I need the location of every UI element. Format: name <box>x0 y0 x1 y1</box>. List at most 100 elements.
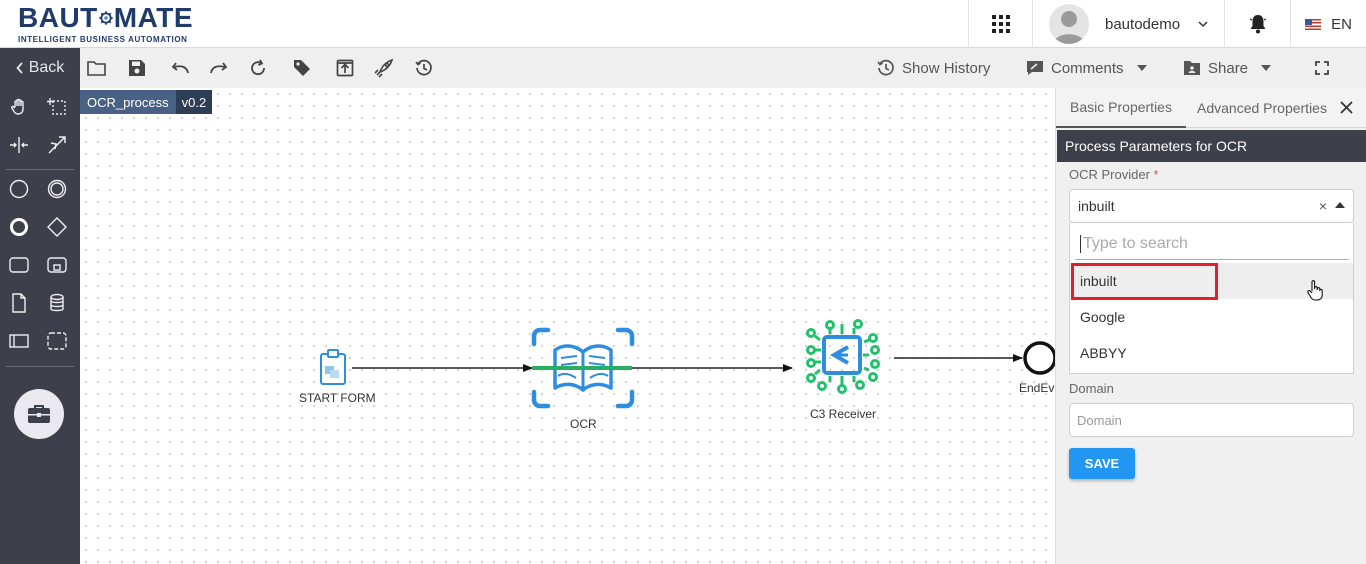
redo-icon <box>210 62 228 74</box>
history-icon <box>877 59 894 76</box>
language-label: EN <box>1331 15 1352 33</box>
diagram-canvas[interactable]: OCR_process v0.2 <box>80 88 1056 564</box>
process-tag: OCR_process v0.2 <box>80 90 213 114</box>
undo-button[interactable] <box>168 56 192 80</box>
notifications-button[interactable] <box>1224 0 1290 48</box>
close-icon <box>1339 100 1353 114</box>
save-icon <box>129 60 145 76</box>
caret-up-icon[interactable] <box>1335 202 1345 208</box>
option-google[interactable]: Google <box>1080 309 1126 325</box>
task-tool[interactable] <box>4 250 34 280</box>
brand-name-part1: BAUT <box>18 2 98 33</box>
gateway-icon <box>47 217 67 237</box>
history-clock-icon <box>415 59 432 76</box>
dropdown-search-input[interactable] <box>1080 234 1349 253</box>
ocr-task-node[interactable] <box>531 327 635 409</box>
fullscreen-button[interactable] <box>1310 56 1334 80</box>
gear-icon <box>99 11 113 25</box>
us-flag-icon <box>1305 18 1322 30</box>
chevron-left-icon <box>15 62 23 74</box>
start-event-tool[interactable] <box>4 174 34 204</box>
caret-down-icon <box>1136 65 1147 71</box>
caret-down-icon <box>1261 65 1272 71</box>
end-event-tool[interactable] <box>4 212 34 242</box>
redo-button[interactable] <box>207 56 231 80</box>
c3-receiver-label: C3 Receiver <box>810 407 877 421</box>
back-label: Back <box>28 59 65 76</box>
show-history-label: Show History <box>902 59 991 77</box>
diagram-graphics <box>320 319 1056 409</box>
end-event-icon <box>10 218 28 236</box>
bell-icon <box>1249 15 1266 34</box>
tag-icon <box>294 60 310 76</box>
tag-button[interactable] <box>290 56 314 80</box>
brand-logo[interactable]: BAUT MATE INTELLIGENT BUSINESS AUTOMATIO… <box>18 3 193 45</box>
intermediate-event-tool[interactable] <box>42 174 72 204</box>
brand-name-part2: MATE <box>113 2 193 33</box>
back-button[interactable]: Back <box>0 48 80 88</box>
start-form-node[interactable] <box>320 349 346 385</box>
ocr-label: OCR <box>570 417 597 431</box>
highlight-annotation-box <box>1071 263 1218 300</box>
data-object-icon <box>12 293 26 313</box>
properties-panel: Basic Properties Advanced Properties Pro… <box>1055 88 1366 564</box>
process-name: OCR_process <box>80 90 176 114</box>
toolbox-button[interactable] <box>14 389 64 439</box>
domain-label: Domain <box>1069 381 1114 396</box>
share-button[interactable]: Share <box>1183 48 1272 88</box>
subprocess-tool[interactable] <box>42 250 72 280</box>
connect-tool-button[interactable] <box>42 130 72 160</box>
fullscreen-icon <box>1315 61 1329 75</box>
option-inbuilt[interactable]: inbuilt <box>1070 263 1353 299</box>
ocr-provider-select[interactable]: inbuilt × <box>1069 189 1354 223</box>
lasso-select-icon <box>47 98 66 115</box>
domain-field[interactable] <box>1069 403 1354 437</box>
version-history-button[interactable] <box>412 56 436 80</box>
apps-menu-button[interactable] <box>968 0 1032 48</box>
hand-pointer-cursor-icon <box>1307 280 1323 301</box>
clear-selection-button[interactable]: × <box>1318 198 1327 214</box>
avatar <box>1049 4 1089 44</box>
deploy-button[interactable] <box>372 56 396 80</box>
refresh-button[interactable] <box>246 56 270 80</box>
data-store-tool[interactable] <box>42 288 72 318</box>
show-history-button[interactable]: Show History <box>877 48 990 88</box>
ocr-provider-label-text: OCR Provider <box>1069 167 1150 182</box>
start-event-icon <box>9 179 29 199</box>
language-selector[interactable]: EN <box>1290 0 1366 48</box>
gateway-tool[interactable] <box>42 212 72 242</box>
c3-receiver-node[interactable] <box>806 319 880 394</box>
data-store-icon <box>50 293 64 312</box>
group-tool[interactable] <box>42 326 72 356</box>
upload-icon <box>336 59 354 77</box>
save-button[interactable]: SAVE <box>1069 448 1135 479</box>
task-icon <box>9 257 29 273</box>
folder-open-icon <box>87 60 106 76</box>
hand-tool-button[interactable] <box>4 92 34 122</box>
chevron-down-icon <box>1198 21 1208 28</box>
open-button[interactable] <box>85 56 109 80</box>
tab-basic-properties[interactable]: Basic Properties <box>1056 88 1186 128</box>
end-event-node[interactable] <box>1023 341 1056 375</box>
start-form-label: START FORM <box>299 391 376 405</box>
comments-button[interactable]: Comments <box>1026 48 1147 88</box>
pool-tool[interactable] <box>4 326 34 356</box>
lasso-tool-button[interactable] <box>42 92 72 122</box>
close-panel-button[interactable] <box>1335 96 1357 118</box>
tab-advanced-properties[interactable]: Advanced Properties <box>1197 100 1327 116</box>
refresh-icon <box>251 59 265 76</box>
undo-icon <box>171 62 189 74</box>
palette-divider <box>6 366 74 367</box>
option-abbyy[interactable]: ABBYY <box>1080 345 1127 361</box>
save-toolbar-button[interactable] <box>125 56 149 80</box>
brand-tagline: INTELLIGENT BUSINESS AUTOMATION <box>18 35 188 44</box>
data-object-tool[interactable] <box>4 288 34 318</box>
share-label: Share <box>1208 59 1249 77</box>
space-tool-button[interactable] <box>4 130 34 160</box>
rocket-icon <box>374 58 394 78</box>
export-button[interactable] <box>333 56 357 80</box>
user-menu-button[interactable]: bautodemo <box>1032 0 1224 48</box>
hand-icon <box>11 98 24 115</box>
tool-palette: Back <box>0 48 80 564</box>
